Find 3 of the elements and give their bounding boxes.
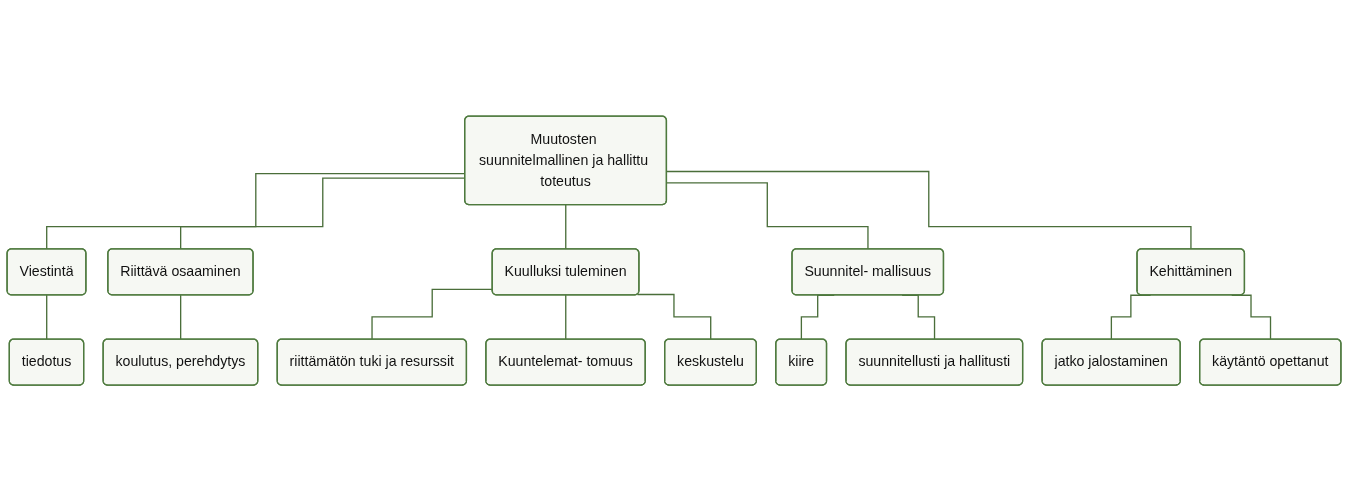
connector bbox=[565, 204, 567, 250]
connector bbox=[666, 182, 869, 250]
connector bbox=[666, 170, 1192, 250]
